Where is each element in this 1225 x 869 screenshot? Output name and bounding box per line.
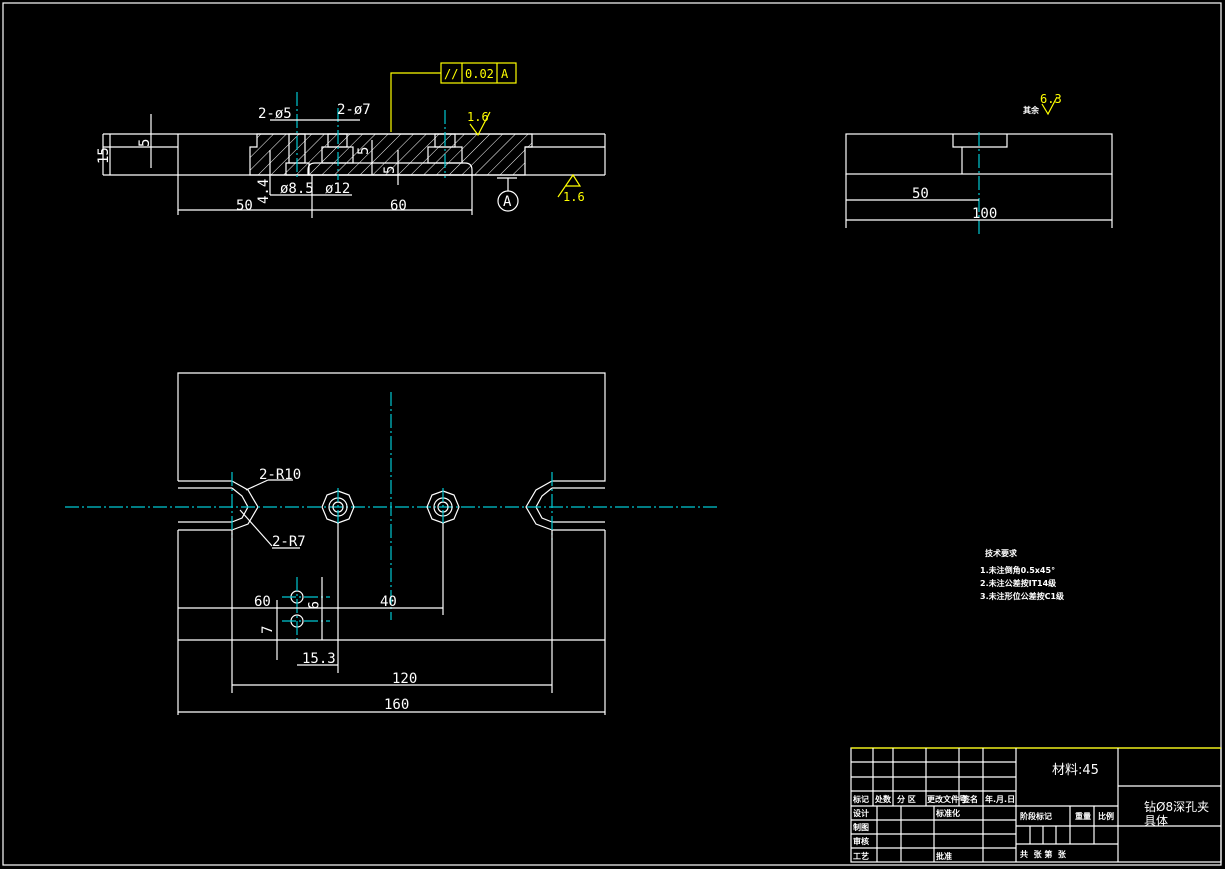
tech-title: 技术要求 [985,548,1018,558]
tb-header: 分 区 [897,794,916,804]
tb-weight: 重量 [1075,811,1091,821]
tb-header: 签名 [961,794,978,804]
tb-drawing-title: 钻Ø8深孔夹具体 [1144,800,1210,828]
tb-header: 处数 [874,794,892,804]
technical-requirements: 技术要求 1.未注倒角0.5x45° 2.未注公差按IT14级 3.未注形位公差… [980,548,1065,601]
roughness-symbol: 1.6 [467,110,491,137]
dim-160: 160 [384,697,409,713]
title-block: 标记 处数 分 区 更改文件号 签名 年.月.日 设计 制图 审核 工艺 标准化… [850,747,1222,863]
dim-100: 100 [972,206,997,222]
tb-role: 工艺 [853,851,869,861]
dim-40: 40 [380,594,397,610]
hole-label-d8-5: ø8.5 [280,181,314,197]
datum-symbol-a: A [497,177,519,212]
tech-item: 3.未注形位公差按C1级 [980,591,1065,601]
tech-item: 1.未注倒角0.5x45° [980,565,1055,575]
svg-text://: // [444,67,458,81]
svg-text:A: A [501,67,509,81]
plan-view: 2-R10 2-R7 60 40 9 7 15.3 120 160 [65,372,718,715]
bolt-hole [321,488,355,526]
dim-5: 5 [356,147,372,155]
dim-9: 9 [304,601,320,609]
dim-15-3: 15.3 [302,651,336,667]
dim-120: 120 [392,671,417,687]
dim-60: 60 [390,198,407,214]
dim-5: 5 [137,139,153,147]
bolt-hole [426,488,460,526]
tb-role: 制图 [853,822,869,832]
tolerance-frame: // 0.02 A [390,62,517,132]
tb-role: 审核 [853,836,869,846]
radius-label-r10: 2-R10 [259,467,301,483]
dim-60: 60 [254,594,271,610]
dim-4-4: 4.4 [256,179,272,204]
hole-label-2-d5: 2-ø5 [258,106,292,122]
section-view: 15 5 5 5 4.4 50 60 2-ø5 2-ø7 ø8.5 ø12 //… [96,62,606,218]
hole-label-d12: ø12 [325,181,350,197]
dim-50: 50 [912,186,929,202]
tb-role: 设计 [853,808,869,818]
svg-text:1.6: 1.6 [563,190,585,204]
svg-text:0.02: 0.02 [465,67,494,81]
hole-label-2-d7: 2-ø7 [337,102,371,118]
dim-7: 7 [260,626,276,634]
tb-role: 标准化 [935,808,960,818]
roughness-symbol: 1.6 [557,173,585,204]
svg-text:1.6: 1.6 [467,110,489,124]
dim-50: 50 [236,198,253,214]
tb-header: 更改文件号 [927,794,967,804]
dim-15: 15 [96,147,112,164]
radius-label-r7: 2-R7 [272,534,306,550]
tb-scale: 比例 [1098,811,1114,821]
tb-stage: 阶段标记 [1020,811,1052,821]
tech-item: 2.未注公差按IT14级 [980,578,1057,588]
tb-header: 标记 [852,794,869,804]
tb-role: 批准 [936,851,952,861]
tb-material: 材料:45 [1052,763,1099,778]
side-view: 50 100 其余 6.3 [845,92,1113,236]
dim-5: 5 [382,166,398,174]
roughness-note: 其余 [1023,105,1040,115]
tb-sheet: 共 张 第 张 [1020,849,1067,859]
roughness-value: 6.3 [1040,92,1062,106]
tb-header: 年.月.日 [985,794,1015,804]
svg-text:A: A [503,194,512,210]
